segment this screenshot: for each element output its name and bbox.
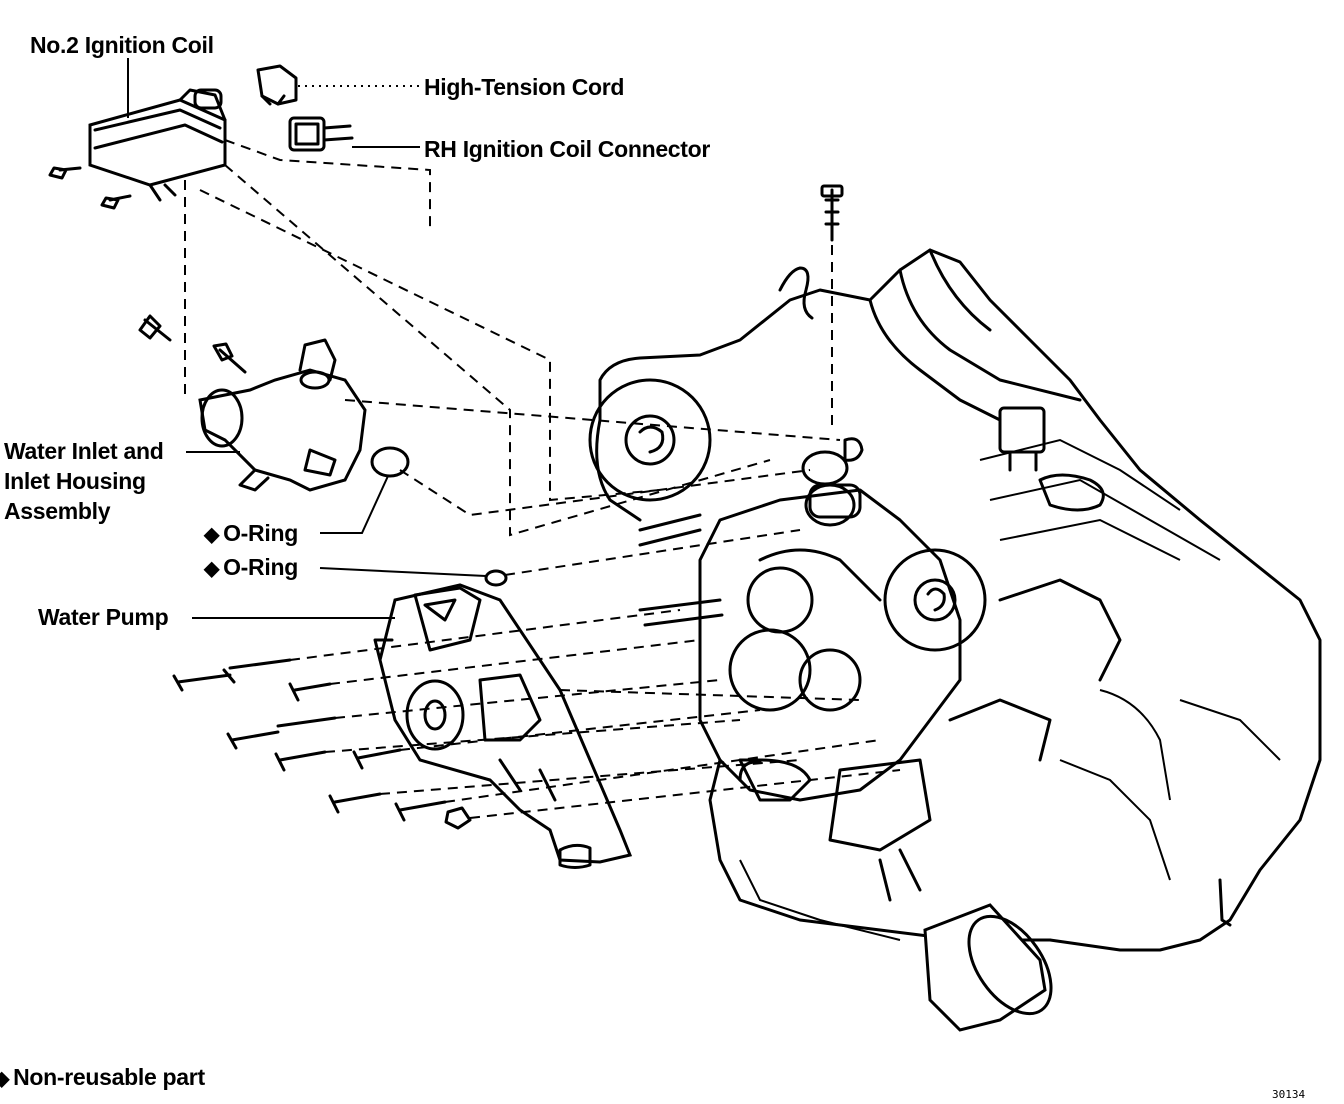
leader-lines <box>127 58 487 619</box>
water-pump-drawing <box>172 583 633 869</box>
label-rh-ignition-coil-connector: RH Ignition Coil Connector <box>424 136 711 162</box>
label-ignition-coil: No.2 Ignition Coil <box>30 32 214 58</box>
engine-block <box>588 184 1322 1032</box>
label-water-inlet-line-3: Assembly <box>4 498 111 524</box>
water-inlet-drawing <box>138 314 508 587</box>
label-water-inlet-line-1: Water Inlet and <box>4 438 164 464</box>
label-water-inlet-line-2: Inlet Housing <box>4 468 146 494</box>
non-reusable-diamond-icon: ◆ <box>204 524 220 546</box>
label-o-ring-upper-text: O-Ring <box>223 520 298 546</box>
label-o-ring-lower: ◆O-Ring <box>204 552 298 584</box>
label-water-pump: Water Pump <box>38 604 169 630</box>
figure-code: 30134 <box>1272 1088 1306 1101</box>
ignition-coil-drawing <box>48 64 354 210</box>
label-high-tension-cord: High-Tension Cord <box>424 74 625 100</box>
label-o-ring-upper: ◆O-Ring <box>204 518 298 550</box>
legend: ◆Non-reusable part <box>0 1062 205 1094</box>
legend-diamond-icon: ◆ <box>0 1068 10 1090</box>
alignment-lines <box>184 139 901 819</box>
non-reusable-diamond-icon: ◆ <box>204 558 220 580</box>
label-o-ring-lower-text: O-Ring <box>223 554 298 580</box>
legend-text: Non-reusable part <box>13 1064 205 1090</box>
